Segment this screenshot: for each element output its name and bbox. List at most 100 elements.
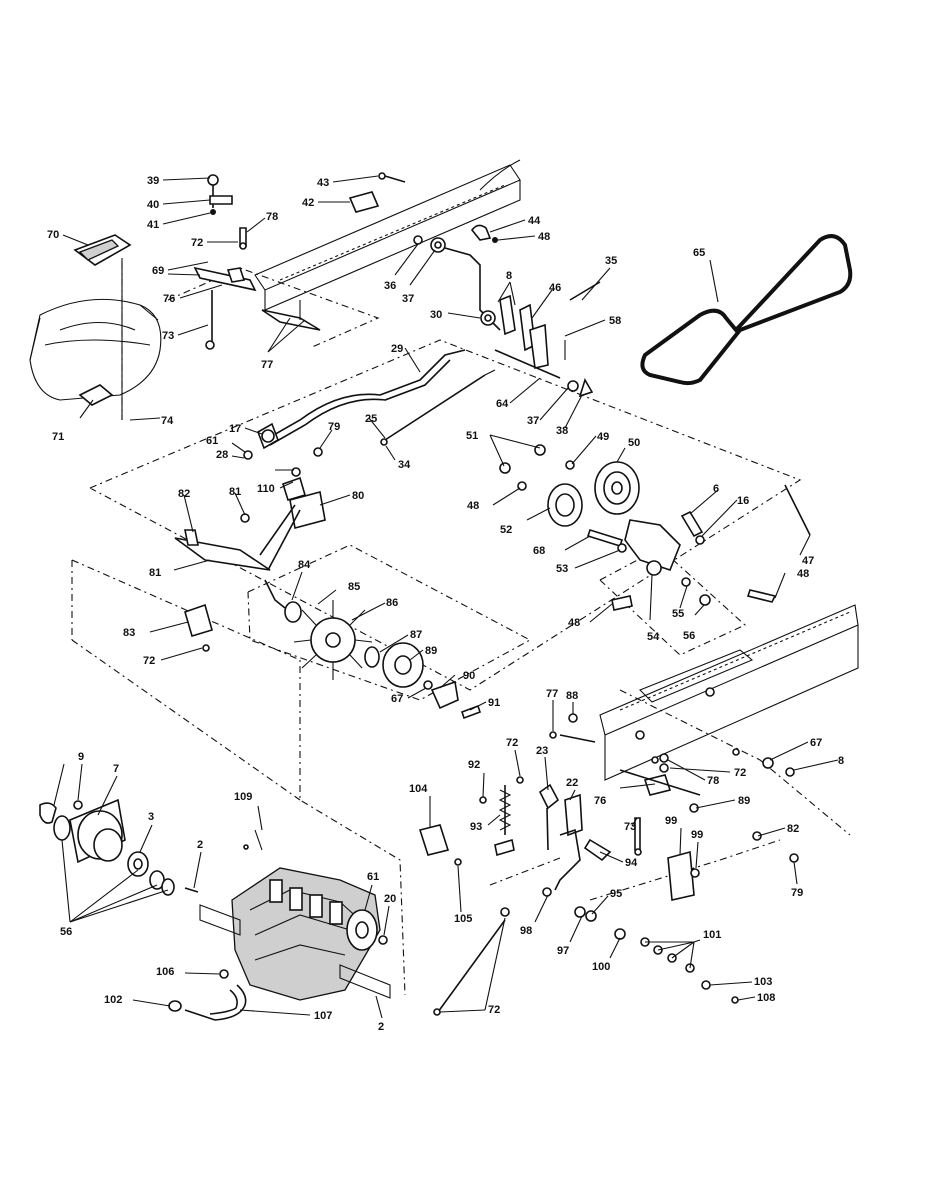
callout-c102: 107 — [314, 1010, 332, 1022]
callout-c7: 48 — [538, 231, 550, 243]
callout-c48: 53 — [556, 563, 568, 575]
callout-c1: 39 — [147, 175, 159, 187]
callout-labels: 39 40 41 43 42 44 48 70 78 72 69 76 73 7… — [47, 175, 844, 1033]
callout-c54: 83 — [123, 627, 135, 639]
callout-c34: 28 — [216, 449, 228, 461]
callout-c8: 70 — [47, 229, 59, 241]
callout-c18: 35 — [605, 255, 617, 267]
callout-c76: 9 — [78, 751, 84, 763]
callout-c64: 91 — [488, 697, 500, 709]
callout-c44: 82 — [178, 488, 190, 500]
callout-c97: 97 — [557, 945, 569, 957]
callout-c66: 88 — [566, 690, 578, 702]
callout-c87: 94 — [625, 857, 638, 869]
callout-c57: 54 — [647, 631, 660, 643]
callout-c27: 71 — [52, 431, 64, 443]
callout-c100: 103 — [754, 976, 772, 988]
callout-c25: 37 — [527, 415, 539, 427]
callout-c4: 43 — [317, 177, 329, 189]
callout-c88: 2 — [197, 839, 203, 851]
callout-c36: 49 — [597, 431, 609, 443]
callout-c69: 67 — [810, 737, 822, 749]
callout-c53: 86 — [386, 597, 398, 609]
callout-c90: 20 — [384, 893, 396, 905]
callout-c14: 77 — [261, 359, 273, 371]
axle-hub-assembly — [39, 798, 199, 896]
callout-c58: 55 — [672, 608, 684, 620]
callout-c70: 8 — [838, 755, 844, 767]
callout-c13: 73 — [162, 330, 174, 342]
callout-c83: 3 — [148, 811, 154, 823]
callout-c35: 61 — [206, 435, 218, 447]
callout-c33: 51 — [466, 430, 478, 442]
hood-panel — [29, 298, 162, 401]
rod-25 — [380, 369, 496, 446]
callout-c37: 50 — [628, 437, 640, 449]
callout-c2: 40 — [147, 199, 159, 211]
callout-c85: 99 — [665, 815, 677, 827]
callout-c45: 81 — [229, 486, 241, 498]
callout-c105: 102 — [104, 994, 122, 1006]
callout-c101: 108 — [757, 992, 775, 1004]
callout-c68: 23 — [536, 745, 548, 757]
upper-frame-rail — [254, 159, 521, 311]
callout-c74: 22 — [566, 777, 578, 789]
callout-c65: 77 — [546, 688, 558, 700]
callout-c62: 90 — [463, 670, 475, 682]
callout-c80: 104 — [409, 783, 428, 795]
callout-c5: 42 — [302, 197, 314, 209]
callout-c9: 78 — [266, 211, 278, 223]
callout-c26: 38 — [556, 425, 568, 437]
callout-c40: 48 — [467, 500, 479, 512]
callout-c86: 99 — [691, 829, 703, 841]
callout-c50: 84 — [298, 559, 311, 571]
callout-c55: 87 — [410, 629, 422, 641]
leader-lines — [53, 175, 839, 1019]
pulley-group-right — [499, 444, 811, 611]
callout-c46: 68 — [533, 545, 545, 557]
callout-c21: 30 — [430, 309, 442, 321]
callout-c43: 16 — [737, 495, 749, 507]
callout-c72: 72 — [734, 767, 746, 779]
callout-c19: 65 — [693, 247, 705, 259]
callout-c31: 25 — [365, 413, 377, 425]
callout-c89: 61 — [367, 871, 379, 883]
callout-c82: 82 — [787, 823, 799, 835]
callout-c28: 74 — [161, 415, 174, 427]
callout-c23: 29 — [391, 343, 403, 355]
callout-c99: 100 — [592, 961, 610, 973]
callout-c75: 76 — [594, 795, 606, 807]
shift-lever-assembly — [193, 174, 321, 350]
callout-c92: 95 — [610, 888, 622, 900]
callout-c71: 78 — [707, 775, 719, 787]
callout-c94: 56 — [60, 926, 72, 938]
callout-c59: 56 — [683, 630, 695, 642]
callout-c15: 36 — [384, 280, 396, 292]
fan-pulley-assembly — [293, 600, 482, 720]
callout-c96: 101 — [703, 929, 721, 941]
drive-belt-65 — [640, 234, 853, 386]
callout-c16: 37 — [402, 293, 414, 305]
callout-c38: 110 — [257, 483, 275, 495]
spring-93 — [433, 776, 524, 1016]
callout-c93: 79 — [791, 887, 803, 899]
callout-c81: 89 — [738, 795, 750, 807]
callout-c79: 109 — [234, 791, 252, 803]
callout-c104: 2 — [378, 1021, 384, 1033]
transaxle-housing — [168, 829, 391, 1021]
group-boundaries — [71, 262, 851, 996]
callout-c11: 69 — [152, 265, 164, 277]
callout-c6: 44 — [528, 215, 541, 227]
callout-c41: 52 — [500, 524, 512, 536]
callout-c98: 106 — [156, 966, 174, 978]
callout-c61: 89 — [425, 645, 437, 657]
callout-c30: 79 — [328, 421, 340, 433]
lower-frame-rail — [599, 604, 859, 781]
callout-c67: 72 — [506, 737, 518, 749]
callout-c84: 73 — [624, 821, 636, 833]
callout-c20: 46 — [549, 282, 561, 294]
callout-c60: 72 — [143, 655, 155, 667]
callout-c29: 17 — [229, 423, 241, 435]
callout-c39: 80 — [352, 490, 364, 502]
